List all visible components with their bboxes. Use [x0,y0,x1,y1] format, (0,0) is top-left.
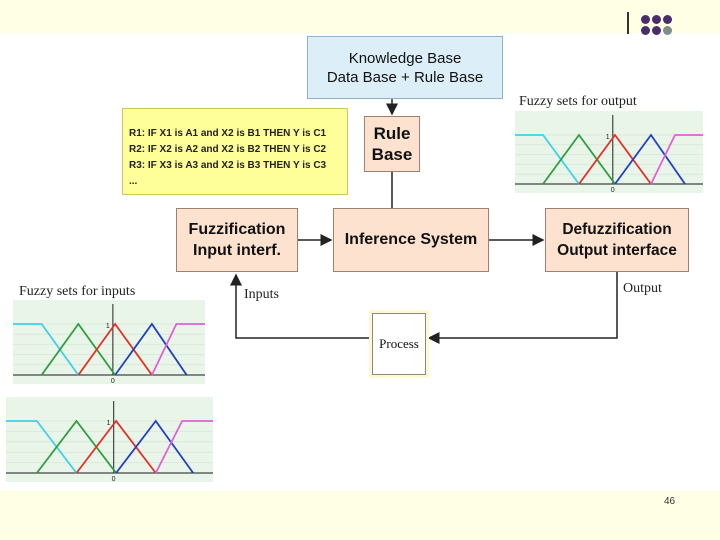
rule-ellipsis: ... [129,175,138,187]
fuzzification-box: Fuzzification Input interf. [176,208,298,272]
plot-background [6,397,213,482]
plot-background [515,111,703,193]
mf-magenta [650,134,703,185]
title-divider [627,12,629,34]
slide-decoration-dots [640,11,673,35]
rule-1: R1: IF X1 is A1 and X2 is B1 THEN Y is C… [129,127,327,139]
page-number: 46 [664,496,676,507]
mf-green [40,322,116,376]
fuzzy-sets-output-label: Fuzzy sets for output [519,94,637,109]
mf-red [75,419,157,474]
plot-origin-label: 0 [112,476,116,482]
mf-cyan [13,323,80,376]
knowledge-base-box: Knowledge Base Data Base + Rule Base [307,36,503,99]
plot-peak-label: 1 [106,323,110,330]
knowledge-base-subtitle: Data Base + Rule Base [326,68,484,86]
mf-red [578,133,652,185]
plot-origin-label: 0 [611,187,615,193]
fuzzy-sets-inputs-label: Fuzzy sets for inputs [19,284,136,299]
defuzzification-box: Defuzzification Output interface [545,208,689,272]
output-label: Output [623,281,662,296]
inference-system-label: Inference System [344,231,478,248]
plot-peak-label: 1 [107,420,111,427]
rule-3: R3: IF X3 is A3 and X2 is B3 THEN Y is C… [129,159,327,171]
mf-green [36,419,117,474]
mf-magenta [154,420,213,474]
rules-box: R1: IF X1 is A1 and X2 is B1 THEN Y is C… [122,108,348,195]
defuzzification-line2: Output interface [557,242,677,259]
rule-base-line1: Rule [373,124,411,143]
arrow-output-to-process [427,272,618,344]
process-box: Process [372,313,426,375]
inputs-label: Inputs [244,287,279,302]
mf-cyan [515,134,580,185]
mf-blue [115,419,194,474]
mf-cyan [6,420,78,474]
mf-blue [614,133,686,185]
inference-system-box: Inference System [333,208,489,272]
defuzzification-line1: Defuzzification [562,221,672,238]
rule-2: R2: IF X2 is A2 and X2 is B2 THEN Y is C… [129,143,327,155]
mf-red [77,322,153,376]
plot-background [13,300,205,384]
rule-base-box: Rule Base [364,116,420,172]
plot-origin-label: 0 [111,378,115,384]
process-label: Process [379,336,419,351]
mf-blue [114,322,188,376]
plot-peak-label: 1 [606,134,610,141]
rule-base-line2: Base [371,145,413,164]
mf-green [542,133,616,185]
arrow-process-to-inputs [230,273,372,339]
fuzzification-line1: Fuzzification [188,221,286,238]
mf-magenta [151,323,205,376]
fuzzification-line2: Input interf. [193,242,281,259]
knowledge-base-title: Knowledge Base [348,49,462,67]
